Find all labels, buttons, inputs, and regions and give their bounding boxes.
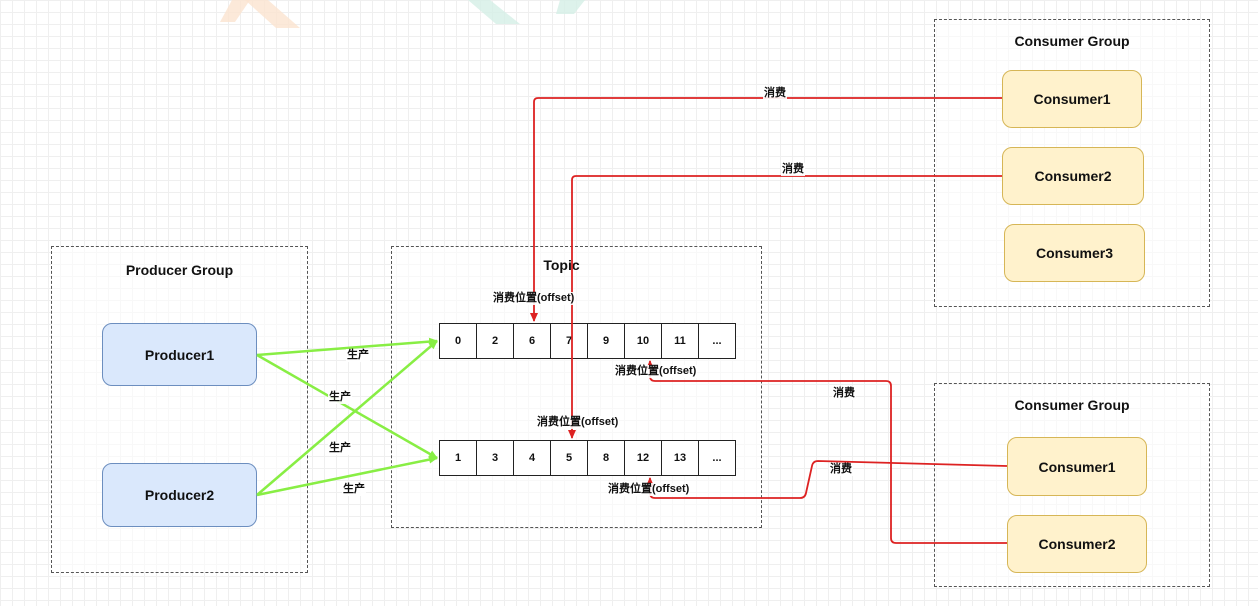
queue-b-cell: 8: [587, 440, 625, 476]
queue-a-cell: 7: [550, 323, 588, 359]
consumer-group-2-title: Consumer Group: [1014, 397, 1130, 413]
offset-label: 消费位置(offset): [614, 365, 698, 378]
topic-container: Topic: [391, 246, 762, 528]
group2-consumer1-node[interactable]: Consumer1: [1007, 437, 1147, 496]
producer1-node[interactable]: Producer1: [102, 323, 257, 386]
queue-b-cell: 4: [513, 440, 551, 476]
edge-producer2-queue-b: [256, 455, 438, 497]
consumer-group-1-title: Consumer Group: [1014, 33, 1130, 49]
edge-g1c1-queue-a: [530, 97, 1002, 322]
produce-label: 生产: [342, 483, 366, 496]
edge-g2c1-queue-b: [646, 460, 1008, 499]
consume-label: 消费: [781, 163, 805, 176]
produce-label: 生产: [328, 391, 352, 404]
topic-title: Topic: [543, 257, 580, 273]
group1-consumer3-node[interactable]: Consumer3: [1004, 224, 1145, 282]
queue-a-cell: 0: [439, 323, 477, 359]
watermark-graphic: [220, 0, 585, 28]
queue-b-cell: 13: [661, 440, 699, 476]
edge-g1c2-queue-b: [568, 175, 1002, 439]
queue-b-cell: 5: [550, 440, 588, 476]
consume-label: 消费: [832, 387, 856, 400]
offset-label: 消费位置(offset): [607, 483, 691, 496]
edge-producer1-queue-a: [256, 337, 438, 357]
consume-label: 消费: [829, 463, 853, 476]
group1-consumer1-node[interactable]: Consumer1: [1002, 70, 1142, 128]
queue-a-cell: 10: [624, 323, 662, 359]
edge-producer1-queue-b: [256, 353, 438, 460]
produce-label: 生产: [328, 442, 352, 455]
queue-b-cell: ...: [698, 440, 736, 476]
offset-label: 消费位置(offset): [536, 416, 620, 429]
queue-a-cell: 2: [476, 323, 514, 359]
edge-producer2-queue-a: [256, 340, 438, 496]
group1-consumer2-node[interactable]: Consumer2: [1002, 147, 1144, 205]
edge-g2c2-queue-a: [646, 360, 1007, 544]
producer-group-title: Producer Group: [125, 262, 234, 278]
queue-a-cell: 6: [513, 323, 551, 359]
queue-a-cell: ...: [698, 323, 736, 359]
produce-label: 生产: [346, 349, 370, 362]
queue-a-cell: 9: [587, 323, 625, 359]
queue-a: 0 2 6 7 9 10 11 ...: [439, 323, 736, 359]
consume-label: 消费: [763, 87, 787, 100]
producer2-node[interactable]: Producer2: [102, 463, 257, 527]
queue-b: 1 3 4 5 8 12 13 ...: [439, 440, 736, 476]
offset-label: 消费位置(offset): [492, 292, 576, 305]
queue-b-cell: 12: [624, 440, 662, 476]
group2-consumer2-node[interactable]: Consumer2: [1007, 515, 1147, 573]
